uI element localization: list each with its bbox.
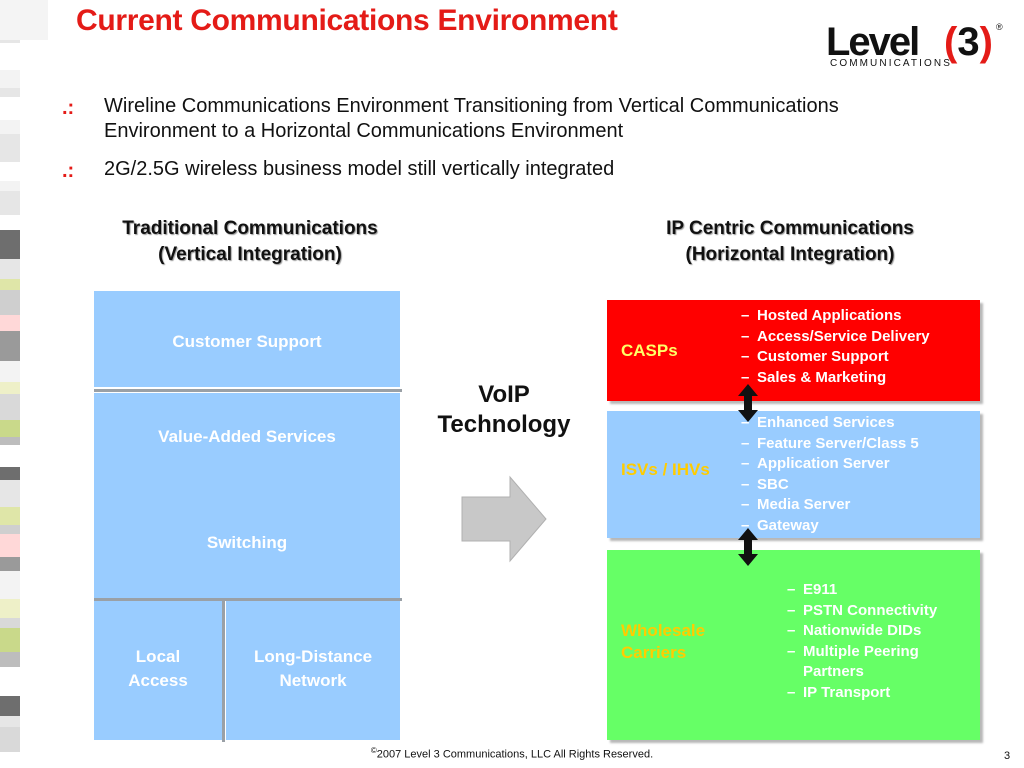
long-distance-network-box: Long-Distance Network bbox=[226, 600, 400, 740]
double-arrow-icon bbox=[738, 528, 758, 566]
decorative-pixel bbox=[0, 437, 20, 445]
decorative-pixel bbox=[0, 618, 20, 628]
decorative-pixel bbox=[0, 557, 20, 571]
value-added-services-label: Value-Added Services bbox=[158, 427, 336, 446]
decorative-pixel bbox=[0, 394, 20, 420]
casps-label: CASPs bbox=[621, 341, 678, 360]
traditional-heading: Traditional Communications (Vertical Int… bbox=[122, 218, 378, 265]
decorative-pixel bbox=[0, 70, 20, 88]
list-item: Enhanced Services bbox=[741, 413, 971, 434]
list-item: Feature Server/Class 5 bbox=[741, 434, 971, 455]
decorative-pixel bbox=[0, 134, 20, 162]
decorative-pixel bbox=[0, 480, 20, 507]
decorative-pixel bbox=[0, 279, 20, 290]
decorative-pixel bbox=[0, 420, 20, 437]
decorative-pixel bbox=[0, 445, 20, 467]
decorative-pixel bbox=[0, 571, 20, 599]
list-item: Gateway bbox=[741, 516, 971, 537]
decorative-pixel bbox=[0, 120, 20, 134]
decorative-pixel bbox=[0, 331, 20, 361]
logo-registered-mark: ® bbox=[996, 22, 1003, 32]
logo-mark: (3) bbox=[944, 20, 993, 64]
decorative-pixel bbox=[0, 215, 20, 230]
decorative-pixel bbox=[0, 467, 20, 480]
decorative-pixel-strip bbox=[0, 0, 20, 768]
decorative-pixel bbox=[0, 162, 20, 181]
wholesale-carriers-layer: Wholesale Carriers E911 PSTN Connectivit… bbox=[607, 550, 980, 740]
list-item: Access/Service Delivery bbox=[741, 327, 971, 348]
list-item: Hosted Applications bbox=[741, 306, 971, 327]
decorative-pixel bbox=[0, 361, 20, 382]
list-item: IP Transport bbox=[787, 683, 977, 704]
slide-title: Current Communications Environment bbox=[76, 4, 618, 37]
list-item: Media Server bbox=[741, 495, 971, 516]
logo-subtitle: COMMUNICATIONS bbox=[830, 58, 952, 69]
bullet-text: Wireline Communications Environment Tran… bbox=[104, 95, 839, 142]
wholesale-carriers-label: Wholesale Carriers bbox=[621, 621, 706, 662]
list-item: SBC bbox=[741, 475, 971, 496]
list-item: Nationwide DIDs bbox=[787, 621, 977, 642]
decorative-pixel bbox=[0, 534, 20, 557]
copyright-footer: ©2007 Level 3 Communications, LLC All Ri… bbox=[370, 746, 654, 761]
corner-fold bbox=[0, 0, 48, 40]
isv-ihv-layer: ISVs / IHVs Enhanced Services Feature Se… bbox=[607, 411, 980, 538]
decorative-pixel bbox=[0, 97, 20, 120]
decorative-pixel bbox=[0, 716, 20, 727]
list-item: E911 bbox=[787, 580, 977, 601]
bullet-marker-icon: .: bbox=[62, 97, 75, 119]
decorative-pixel bbox=[0, 628, 20, 652]
page-number: 3 bbox=[1004, 750, 1011, 762]
bullet-marker-icon: .: bbox=[62, 160, 75, 182]
decorative-pixel bbox=[0, 259, 20, 279]
decorative-pixel bbox=[0, 230, 20, 259]
voip-technology-label: VoIP Technology bbox=[437, 381, 571, 438]
decorative-pixel bbox=[0, 290, 20, 315]
customer-support-box: Customer Support bbox=[94, 291, 400, 387]
decorative-pixel bbox=[0, 599, 20, 618]
casps-list: Hosted Applications Access/Service Deliv… bbox=[741, 306, 971, 388]
decorative-pixel bbox=[0, 43, 20, 70]
decorative-pixel bbox=[0, 696, 20, 716]
bullet-text: 2G/2.5G wireless business model still ve… bbox=[104, 158, 615, 180]
decorative-pixel bbox=[0, 181, 20, 191]
decorative-pixel bbox=[0, 752, 20, 768]
customer-support-label: Customer Support bbox=[172, 332, 322, 351]
layer-divider bbox=[94, 389, 402, 392]
list-item: Customer Support bbox=[741, 347, 971, 368]
list-item: PSTN Connectivity bbox=[787, 601, 977, 622]
isv-list: Enhanced Services Feature Server/Class 5… bbox=[741, 413, 971, 537]
decorative-pixel bbox=[0, 525, 20, 534]
list-item: Application Server bbox=[741, 454, 971, 475]
decorative-pixel bbox=[0, 652, 20, 667]
isv-ihv-label: ISVs / IHVs bbox=[621, 460, 710, 479]
wholesale-list: E911 PSTN Connectivity Nationwide DIDs M… bbox=[787, 580, 977, 704]
bullet-item: .: Wireline Communications Environment T… bbox=[62, 94, 942, 144]
level3-logo: Level (3) ® COMMUNICATIONS bbox=[826, 20, 1006, 72]
decorative-pixel bbox=[0, 382, 20, 394]
decorative-pixel bbox=[0, 727, 20, 752]
logo-word: Level bbox=[826, 20, 920, 64]
decorative-pixel bbox=[0, 191, 20, 215]
switching-label: Switching bbox=[206, 533, 288, 552]
casps-layer: CASPs Hosted Applications Access/Service… bbox=[607, 300, 980, 401]
ip-centric-heading: IP Centric Communications (Horizontal In… bbox=[666, 218, 914, 265]
vertical-divider bbox=[222, 598, 225, 742]
double-arrow-icon bbox=[738, 384, 758, 422]
local-access-label: Local Access bbox=[128, 647, 188, 690]
long-distance-network-label: Long-Distance Network bbox=[253, 647, 373, 690]
decorative-pixel bbox=[0, 507, 20, 525]
right-arrow-icon bbox=[461, 475, 547, 563]
local-access-box: Local Access bbox=[94, 600, 222, 740]
decorative-pixel bbox=[0, 315, 20, 331]
decorative-pixel bbox=[0, 667, 20, 696]
bullet-item: .: 2G/2.5G wireless business model still… bbox=[62, 157, 942, 182]
value-added-switching-box: Value-Added Services Switching bbox=[94, 393, 400, 599]
decorative-pixel bbox=[0, 88, 20, 97]
list-item: Multiple Peering Partners bbox=[787, 642, 977, 683]
list-item: Sales & Marketing bbox=[741, 368, 971, 389]
layer-divider bbox=[94, 598, 402, 601]
